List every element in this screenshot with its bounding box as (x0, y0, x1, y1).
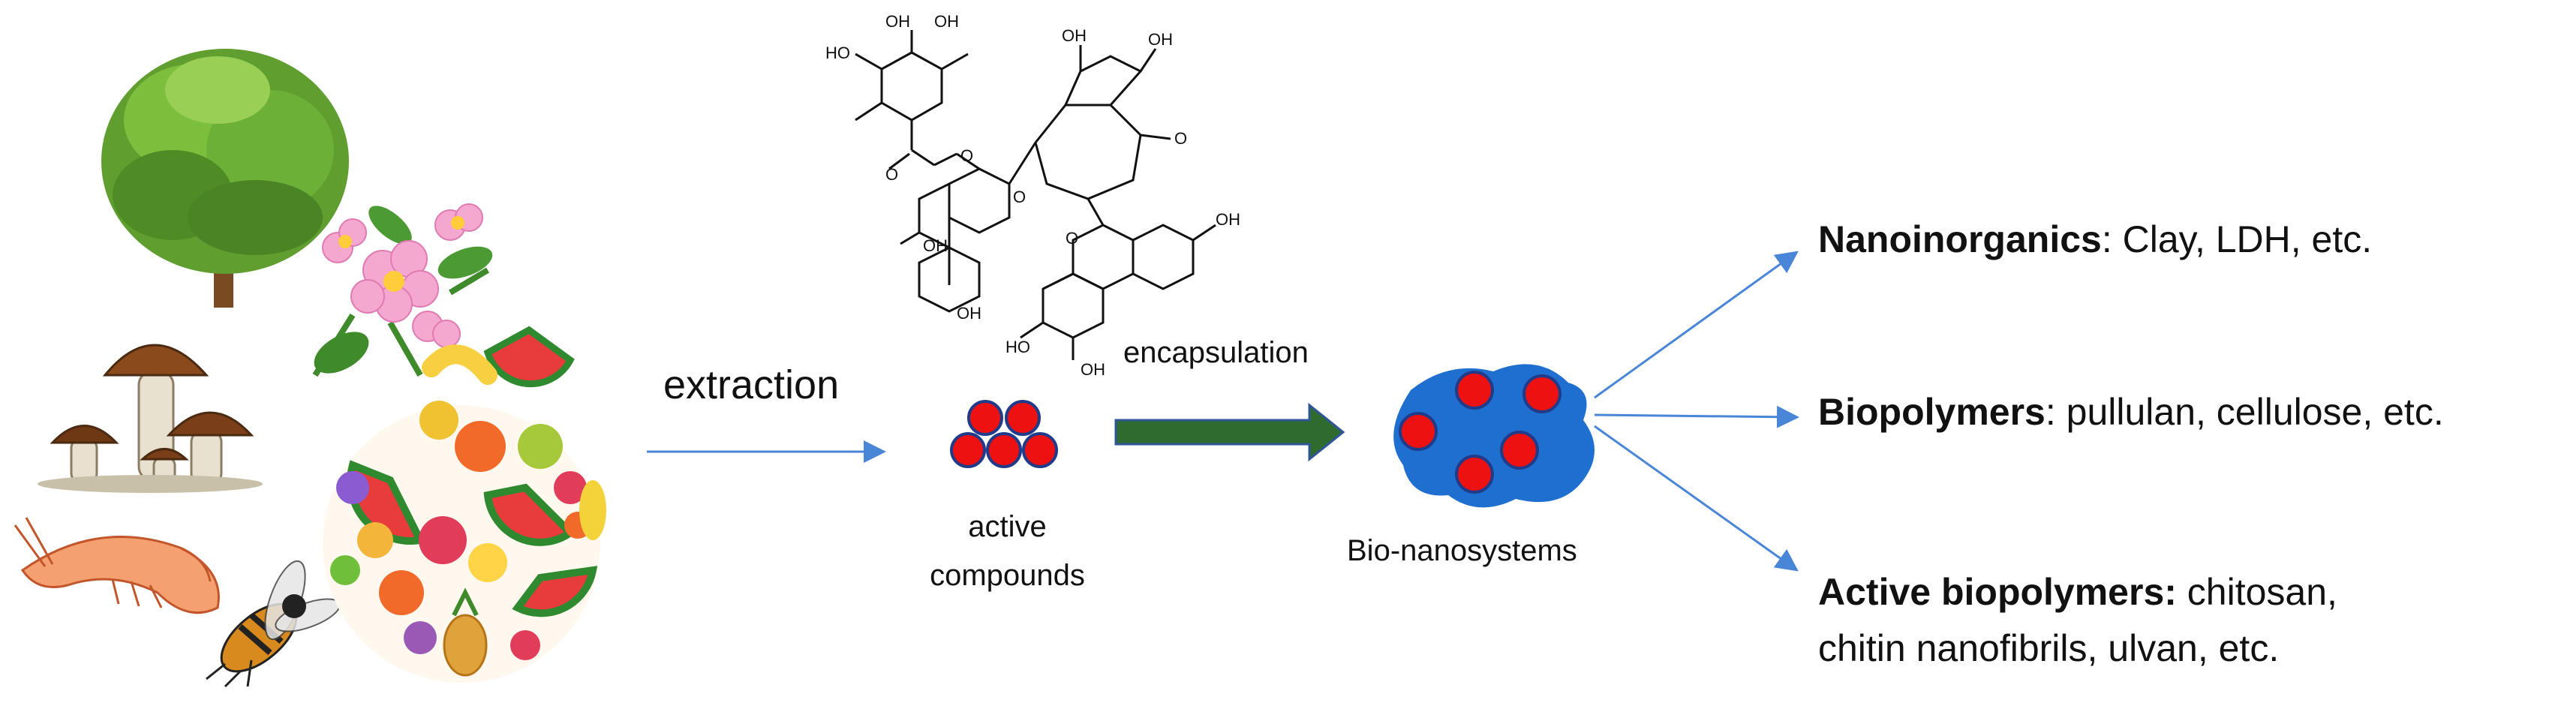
o-label: O (1174, 129, 1187, 148)
shrimp-icon (14, 517, 220, 614)
o-label: O (1013, 188, 1026, 206)
bio-nanosystems-label: Bio-nanosystems (1347, 534, 1577, 567)
output-nanoinorganics: Nanoinorganics: Clay, LDH, etc. (1818, 218, 2372, 261)
ho-label: HO (825, 44, 850, 62)
oh-label: OH (957, 304, 981, 323)
output-biopolymers: Biopolymers: pullulan, cellulose, etc. (1818, 390, 2444, 434)
output-active-biopolymers-line2: chitin nanofibrils, ulvan, etc. (1818, 627, 2280, 669)
oh-label: OH (885, 12, 910, 31)
o-label: O (960, 146, 973, 165)
bio-nanosystem-particle (1393, 364, 1595, 508)
fruit-collage-icon (323, 326, 606, 683)
oh-label: OH (1062, 26, 1087, 45)
biopolymers-arrow (1594, 405, 1799, 428)
bee-icon (206, 560, 341, 688)
output-nanoinorganics-detail: : Clay, LDH, etc. (2101, 218, 2373, 260)
extraction-label: extraction (663, 362, 840, 407)
encapsulation-arrow (1114, 402, 1345, 462)
active-compounds-label-line2: compounds (930, 559, 1085, 592)
active-biopolymers-arrow (1594, 425, 1799, 572)
o-label: O (885, 165, 898, 184)
output-active-biopolymers: Active biopolymers: chitosan, (1818, 570, 2337, 614)
oh-label: OH (1148, 30, 1173, 49)
flowers-icon (312, 203, 493, 377)
o-label: O (1066, 229, 1078, 248)
oh-label: OH (1216, 210, 1240, 229)
active-compounds-particles (950, 400, 1058, 468)
encapsulation-label: encapsulation (1123, 336, 1309, 369)
oh-label: OH (923, 236, 948, 255)
nanoinorganics-arrow (1594, 251, 1799, 399)
active-compounds-label-line1: active (968, 510, 1047, 543)
output-biopolymers-title: Biopolymers (1818, 391, 2045, 433)
oh-label: OH (1081, 360, 1105, 379)
oh-label: OH (934, 12, 959, 31)
ho-label: HO (1005, 338, 1030, 356)
output-active-biopolymers-detail: chitosan, (2176, 571, 2337, 613)
tree-icon (101, 49, 349, 308)
output-biopolymers-detail: : pullulan, cellulose, etc. (2045, 391, 2444, 433)
output-nanoinorganics-title: Nanoinorganics (1818, 218, 2102, 260)
mushrooms-icon (38, 344, 263, 493)
output-active-biopolymers-title: Active biopolymers: (1818, 571, 2177, 613)
